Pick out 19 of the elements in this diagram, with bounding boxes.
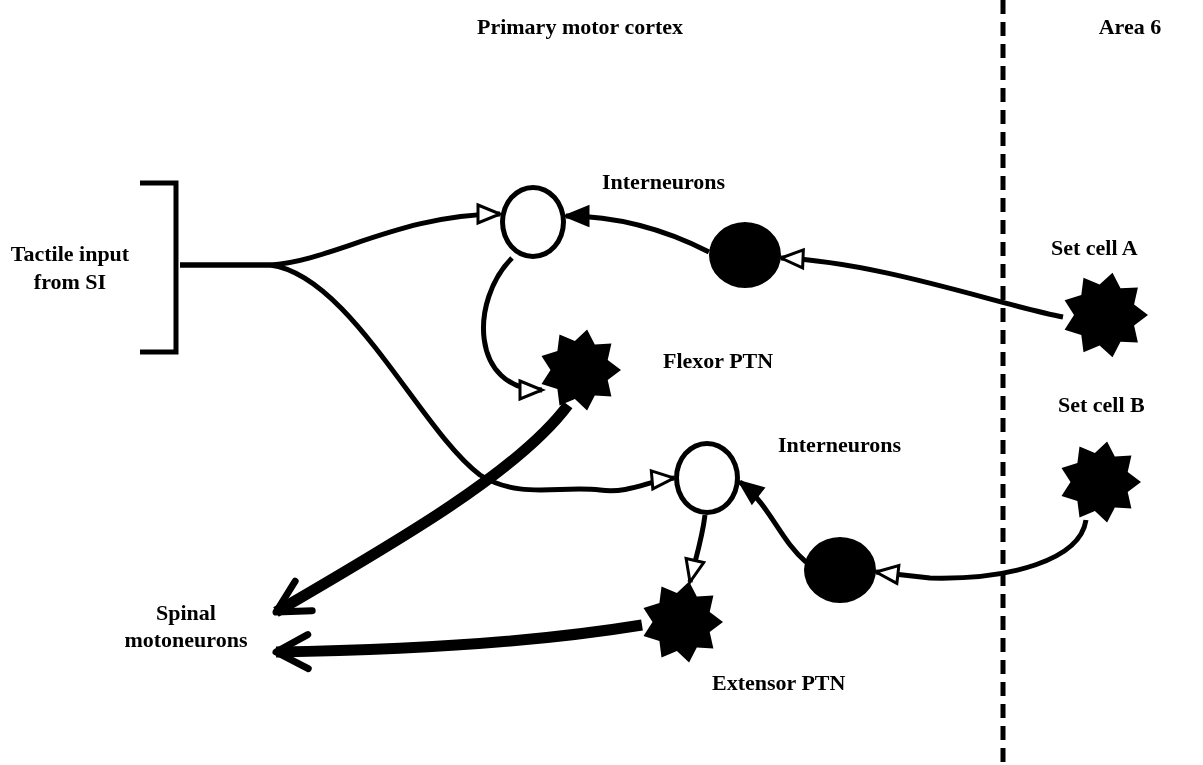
axon-arrow bbox=[684, 514, 708, 584]
axon-arrow bbox=[738, 480, 808, 564]
axon-arrow bbox=[272, 619, 643, 672]
axon-arrow bbox=[779, 249, 1064, 320]
axon-arrow bbox=[564, 206, 711, 255]
target-label: Spinal motoneurons bbox=[123, 598, 249, 654]
axon-arrow bbox=[874, 519, 1089, 585]
neuron-label: Flexor PTN bbox=[663, 347, 774, 375]
neuron-label: Set cell A bbox=[1051, 234, 1138, 262]
region-label: Interneurons bbox=[778, 431, 903, 459]
neuron-label: Extensor PTN bbox=[712, 669, 846, 697]
axon-arrow bbox=[180, 262, 676, 494]
neuron-label: Set cell B bbox=[1058, 391, 1145, 419]
axon-arrow bbox=[481, 256, 544, 399]
input-label: Tactile input from SI bbox=[9, 240, 131, 295]
region-label: Area 6 bbox=[1097, 13, 1163, 41]
region-label: Primary motor cortex bbox=[475, 13, 684, 41]
region-label: Interneurons bbox=[602, 168, 727, 196]
axon-arrow bbox=[272, 401, 573, 617]
